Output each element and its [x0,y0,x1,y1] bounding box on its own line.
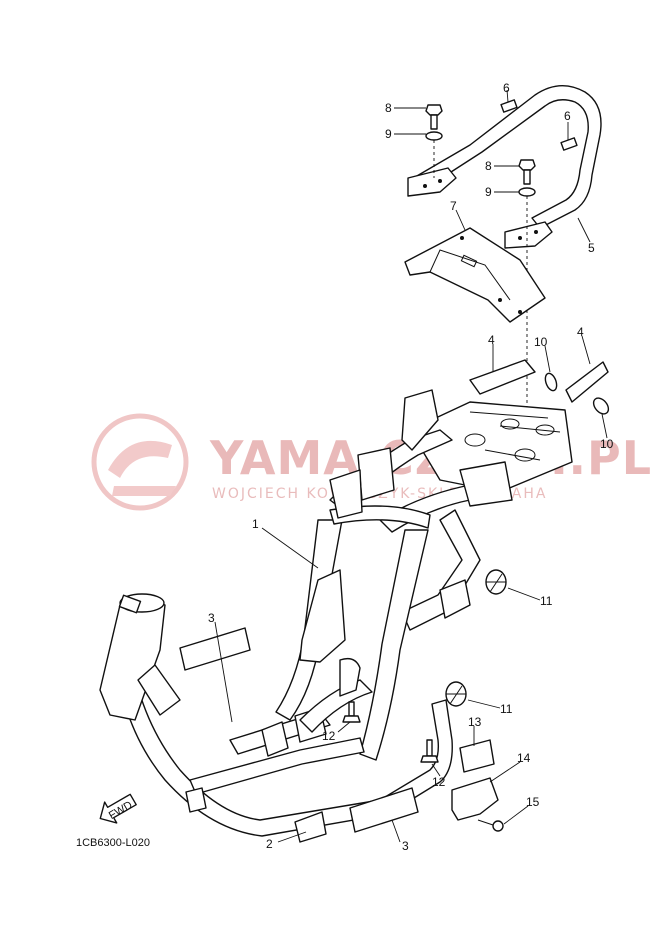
callout-3: 3 [208,611,215,625]
screw [420,739,439,763]
screw [342,701,361,723]
bolt [425,104,443,130]
cap [544,372,558,392]
callout-14: 14 [517,751,531,765]
callout-4: 4 [488,333,495,347]
callout-2: 2 [266,837,273,851]
rear-handle [407,85,602,249]
callout-12: 12 [432,775,446,789]
forward-arrow-icon [99,793,137,824]
label-sticker [500,99,518,113]
cap [592,397,610,415]
watermark-logo-icon [91,413,189,511]
screw [477,819,504,832]
label-sticker [560,137,578,151]
diagram-code: 1CB6300-L020 [76,837,150,849]
callout-5: 5 [588,241,595,255]
callout-1: 1 [252,517,259,531]
carrier-bracket [404,227,546,323]
bolt [518,159,536,185]
callout-6: 6 [564,109,571,123]
callout-4: 4 [577,325,584,339]
grommet [485,569,507,595]
fwd-label: FWD [107,799,135,822]
callout-3: 3 [402,839,409,853]
tape-strip [294,811,327,843]
frame [99,389,573,837]
tape-strip [469,359,536,395]
callout-7: 7 [450,199,457,213]
grommet [445,681,467,707]
tape-strip [459,739,495,773]
callout-10: 10 [600,437,614,451]
callout-13: 13 [468,715,482,729]
callout-15: 15 [526,795,540,809]
washer [425,131,443,141]
callout-8: 8 [485,159,492,173]
tape-strip [349,787,419,833]
callout-10: 10 [534,335,548,349]
callout-8: 8 [385,101,392,115]
callout-11: 11 [540,594,553,608]
callout-9: 9 [485,185,492,199]
leader-lines [214,89,608,843]
small-bracket [451,777,499,821]
tape-strip [565,361,609,403]
tape-strip [179,627,251,671]
callout-6: 6 [503,81,510,95]
callout-11: 11 [500,702,513,716]
callout-9: 9 [385,127,392,141]
callout-12: 12 [322,729,336,743]
washer [518,187,536,197]
